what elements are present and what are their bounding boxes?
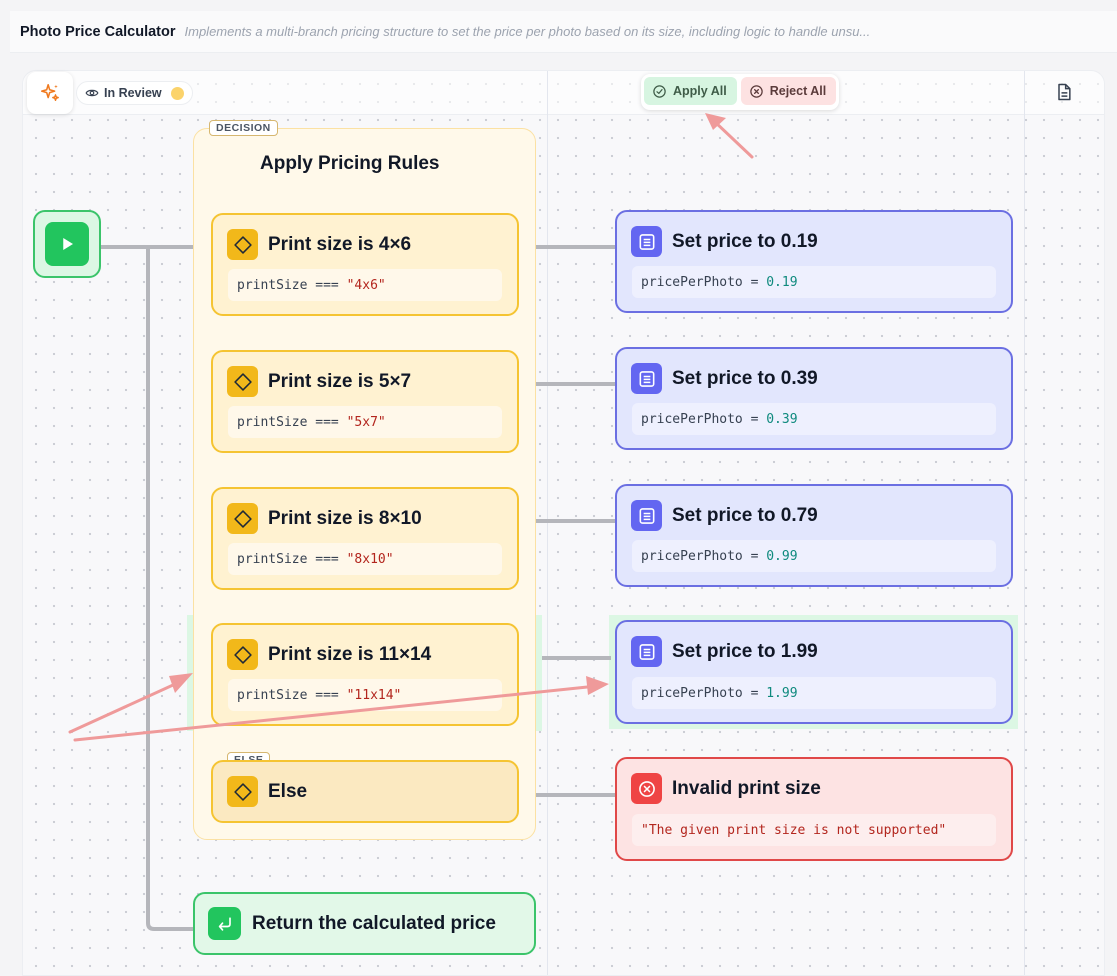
action-label: Set price to 1.99 (672, 640, 818, 662)
code-value: "8x10" (346, 551, 394, 567)
status-dot (170, 86, 184, 100)
apply-all-button[interactable]: Apply All (644, 77, 737, 105)
action-node-price-199[interactable]: Set price to 1.99 pricePerPhoto = 1.99 (615, 620, 1013, 724)
code-value: 1.99 (766, 685, 798, 701)
condition-code: printSize === "4x6" (228, 269, 502, 301)
decision-tag: DECISION (209, 120, 278, 136)
page-title: Photo Price Calculator (20, 23, 176, 40)
eye-icon (85, 89, 99, 97)
code-value: 0.19 (766, 274, 798, 290)
code-operator: = (742, 274, 767, 290)
column-divider (547, 71, 548, 975)
action-node-price-039[interactable]: Set price to 0.39 pricePerPhoto = 0.39 (615, 347, 1013, 450)
sparkle-button[interactable] (27, 72, 73, 114)
code-value: 0.99 (766, 548, 798, 564)
check-circle-icon (653, 84, 666, 98)
document-icon (1058, 83, 1071, 101)
action-label: Set price to 0.39 (672, 367, 818, 389)
x-circle-icon (749, 84, 763, 98)
code-variable: printSize (237, 551, 308, 567)
status-label: In Review (104, 86, 162, 100)
condition-label: Print size is 11×14 (268, 643, 432, 665)
assignment-icon (639, 507, 654, 524)
decision-title: Apply Pricing Rules (260, 153, 440, 174)
condition-code: printSize === "8x10" (228, 543, 502, 575)
action-label: Set price to 0.19 (672, 230, 818, 252)
x-circle-icon (638, 780, 655, 797)
condition-node-4x6[interactable]: Print size is 4×6 printSize === "4x6" (211, 213, 519, 316)
reject-all-button[interactable]: Reject All (740, 77, 837, 105)
reject-all-label: Reject All (769, 84, 827, 98)
code-variable: pricePerPhoto (641, 411, 743, 427)
diamond-icon (233, 645, 252, 664)
code-operator: = (742, 411, 767, 427)
apply-all-label: Apply All (673, 84, 727, 98)
condition-label: Print size is 8×10 (268, 507, 422, 529)
error-node[interactable]: Invalid print size "The given print size… (615, 757, 1013, 861)
action-code: pricePerPhoto = 1.99 (632, 677, 996, 709)
code-operator: === (307, 414, 347, 430)
condition-label: Print size is 4×6 (268, 233, 412, 255)
action-code: pricePerPhoto = 0.19 (632, 266, 996, 298)
code-operator: = (742, 548, 767, 564)
code-operator: === (307, 277, 347, 293)
top-bar: Photo Price Calculator Implements a mult… (10, 11, 1117, 53)
column-divider (1024, 71, 1025, 975)
play-icon (63, 238, 73, 250)
document-button[interactable] (1054, 82, 1074, 107)
code-value: "5x7" (346, 414, 386, 430)
code-variable: printSize (237, 277, 308, 293)
condition-code: printSize === "11x14" (228, 679, 502, 711)
else-label: Else (268, 780, 308, 802)
return-icon (218, 916, 231, 931)
diamond-icon (233, 235, 252, 254)
code-value: "4x6" (346, 277, 386, 293)
diamond-icon (233, 782, 252, 801)
return-label: Return the calculated price (252, 912, 496, 934)
code-operator: === (307, 687, 347, 703)
condition-node-8x10[interactable]: Print size is 8×10 printSize === "8x10" (211, 487, 519, 590)
action-code: pricePerPhoto = 0.39 (632, 403, 996, 435)
sparkle-icon (40, 83, 59, 102)
condition-node-11x14[interactable]: Print size is 11×14 printSize === "11x14… (211, 623, 519, 726)
status-badge[interactable]: In Review (76, 81, 193, 105)
start-node[interactable] (33, 210, 101, 278)
code-variable: printSize (237, 687, 308, 703)
action-code: pricePerPhoto = 0.99 (632, 540, 996, 572)
code-operator: = (742, 685, 767, 701)
code-variable: pricePerPhoto (641, 685, 743, 701)
page-description: Implements a multi-branch pricing struct… (184, 24, 871, 39)
condition-label: Print size is 5×7 (268, 370, 412, 392)
assignment-icon (639, 370, 654, 387)
code-value: "11x14" (346, 687, 402, 703)
condition-code: printSize === "5x7" (228, 406, 502, 438)
code-variable: pricePerPhoto (641, 548, 743, 564)
action-node-price-079[interactable]: Set price to 0.79 pricePerPhoto = 0.99 (615, 484, 1013, 587)
action-label: Set price to 0.79 (672, 504, 818, 526)
diamond-icon (233, 372, 252, 391)
assignment-icon (639, 233, 654, 250)
assignment-icon (639, 643, 654, 660)
code-variable: printSize (237, 414, 308, 430)
error-code: "The given print size is not supported" (632, 814, 996, 846)
code-value: 0.39 (766, 411, 798, 427)
canvas-header (23, 71, 1104, 115)
error-label: Invalid print size (672, 777, 821, 799)
action-node-price-019[interactable]: Set price to 0.19 pricePerPhoto = 0.19 (615, 210, 1013, 313)
else-node[interactable]: Else (211, 760, 519, 823)
review-actions: Apply All Reject All (641, 74, 840, 110)
return-node[interactable]: Return the calculated price (193, 892, 536, 955)
diamond-icon (233, 509, 252, 528)
code-operator: === (307, 551, 347, 567)
code-variable: pricePerPhoto (641, 274, 743, 290)
condition-node-5x7[interactable]: Print size is 5×7 printSize === "5x7" (211, 350, 519, 453)
